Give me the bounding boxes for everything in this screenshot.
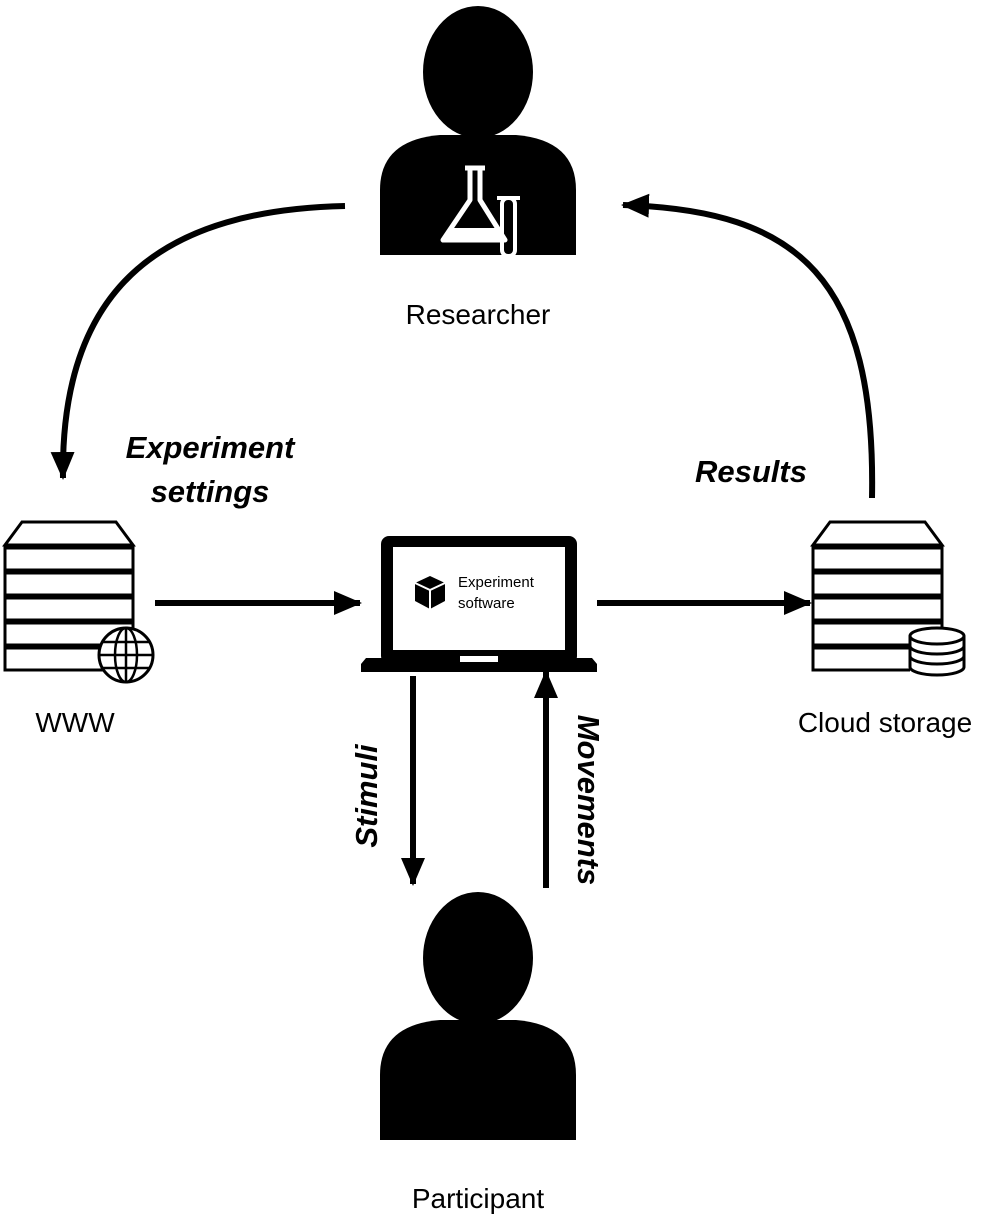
web-server-icon	[2, 520, 155, 684]
laptop-screen-line1: Experiment	[458, 574, 535, 591]
cloud-server-icon	[810, 520, 966, 677]
cloud-storage-label: Cloud storage	[798, 707, 972, 738]
participant-icon	[380, 892, 576, 1140]
experiment-settings-label-line1: Experiment	[126, 430, 297, 465]
arrow-researcher-to-www	[50, 203, 346, 480]
movements-label: Movements	[571, 715, 606, 886]
arrow-cloud-to-researcher	[621, 193, 876, 499]
www-label: WWW	[35, 707, 115, 738]
database-icon	[908, 626, 966, 677]
participant-label: Participant	[412, 1183, 545, 1214]
laptop-icon: Experiment software	[361, 536, 597, 672]
software-package-icon	[414, 576, 446, 609]
lab-flask-icon	[440, 165, 520, 258]
globe-icon	[97, 626, 155, 684]
researcher-icon	[380, 6, 576, 258]
stimuli-label: Stimuli	[349, 743, 384, 848]
experiment-settings-label-line2: settings	[151, 474, 270, 509]
results-label: Results	[695, 454, 807, 489]
researcher-label: Researcher	[406, 299, 551, 330]
laptop-screen-line2: software	[458, 595, 515, 612]
